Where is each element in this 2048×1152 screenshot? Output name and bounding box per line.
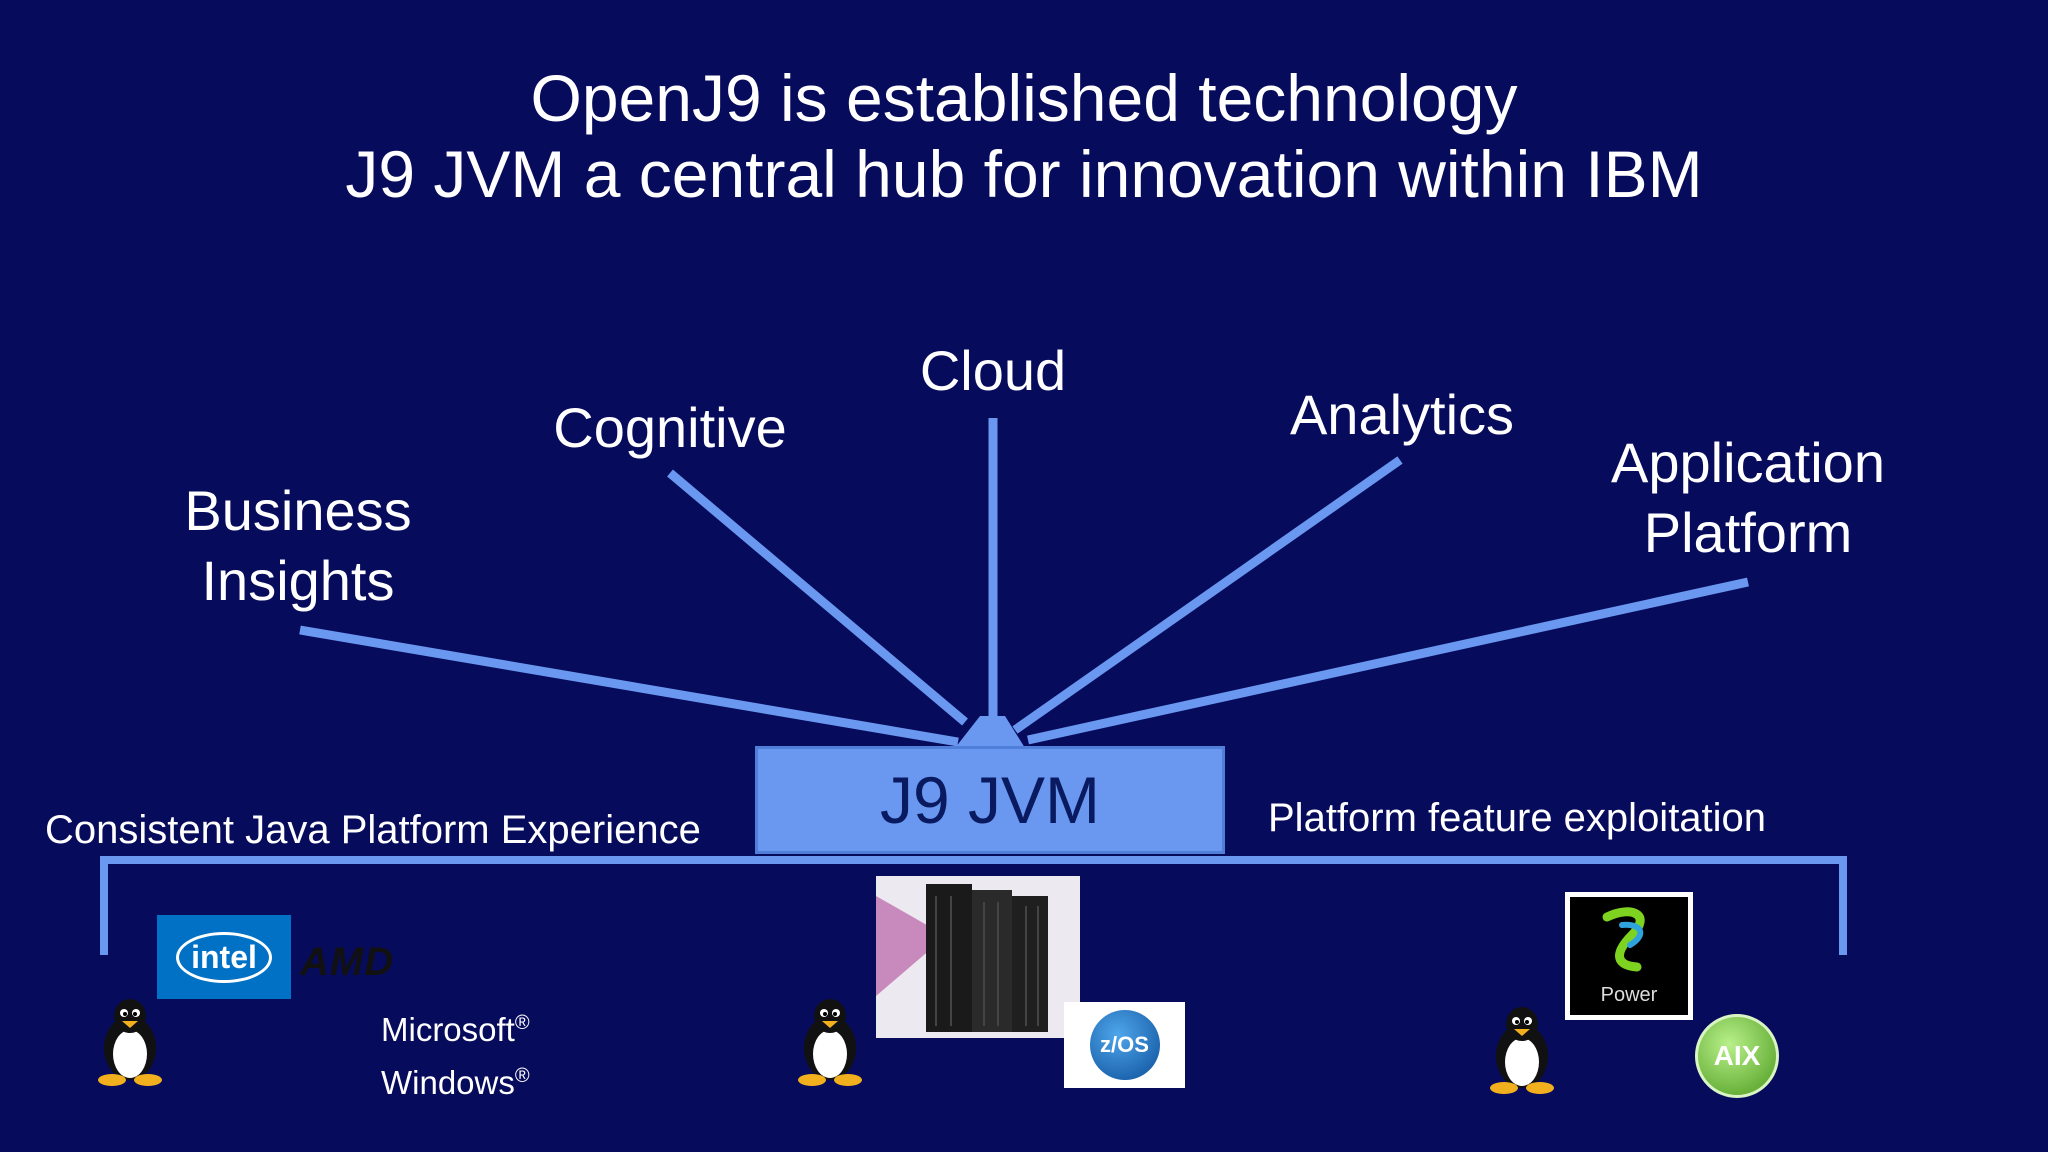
right-caption: Platform feature exploitation (1268, 796, 1767, 840)
power-logo: Power (1565, 892, 1693, 1020)
windows-text: Windows (381, 1064, 515, 1101)
j9-jvm-hub: J9 JVM (755, 746, 1225, 854)
left-caption: Consistent Java Platform Experience (45, 808, 701, 852)
spoke-line-analytics (1012, 456, 1403, 734)
title-line-1: OpenJ9 is established technology (530, 61, 1518, 135)
tux-penguin-icon (98, 999, 162, 1086)
tux-penguin-icon (798, 999, 862, 1086)
spoke-line-cognitive (667, 469, 968, 726)
page-title: OpenJ9 is established technology J9 JVM … (0, 60, 2048, 212)
spoke-label-business-insights: Business Insights (184, 479, 412, 612)
intel-logo: intel (157, 915, 291, 999)
power-logo-icon (1602, 907, 1645, 972)
aix-logo: AIX (1695, 1014, 1779, 1098)
microsoft-windows-label: Microsoft® Windows® (381, 1011, 530, 1101)
tux-penguin-icon (1490, 1007, 1554, 1094)
spoke-label-cognitive: Cognitive (553, 396, 787, 459)
mainframe-server-image (876, 876, 1080, 1038)
platform-bracket (100, 856, 1847, 955)
spoke-label-application-platform: Application Platform (1611, 431, 1885, 564)
hub-connector-notch (955, 716, 1025, 748)
intel-logo-text: intel (176, 931, 272, 983)
spoke-label-cloud: Cloud (919, 339, 1067, 402)
zos-logo: z/OS (1064, 1002, 1185, 1088)
power-logo-text: Power (1600, 984, 1658, 1006)
spoke-line-business-insights (299, 625, 959, 747)
spoke-label-analytics: Analytics (1289, 383, 1515, 446)
microsoft-text: Microsoft (381, 1011, 515, 1048)
zos-logo-text: z/OS (1089, 1010, 1160, 1080)
amd-logo: AMD (300, 940, 395, 984)
spoke-line-application-platform (1027, 577, 1749, 745)
title-line-2: J9 JVM a central hub for innovation with… (345, 137, 1703, 211)
